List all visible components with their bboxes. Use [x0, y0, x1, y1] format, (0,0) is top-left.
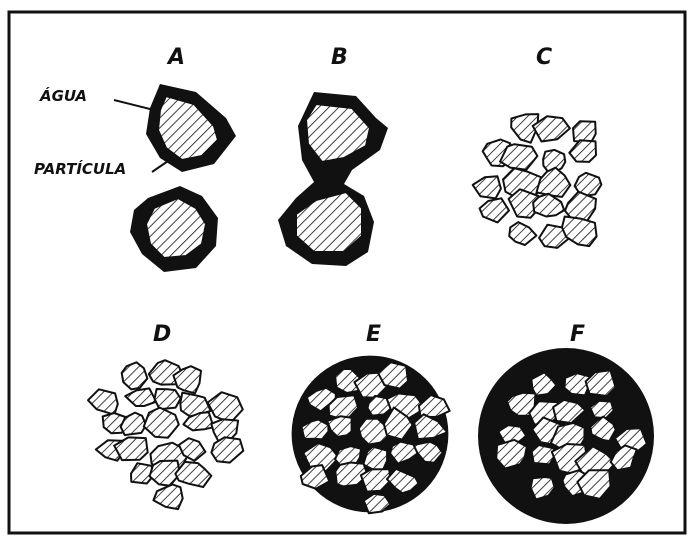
particle — [573, 121, 596, 142]
panel-label-d: D — [153, 322, 171, 347]
panel-label-e: E — [366, 322, 381, 347]
panel-e — [286, 348, 454, 516]
panel-label-c: C — [536, 45, 552, 70]
water-label: ÁGUA — [39, 86, 87, 105]
particle-label: PARTÍCULA — [34, 159, 126, 178]
panel-label-b: B — [331, 45, 348, 70]
panel-label-a: A — [166, 45, 185, 70]
panel-f — [478, 348, 654, 524]
panel-label-f: F — [570, 322, 585, 347]
particle — [532, 445, 555, 464]
particle — [155, 389, 181, 409]
